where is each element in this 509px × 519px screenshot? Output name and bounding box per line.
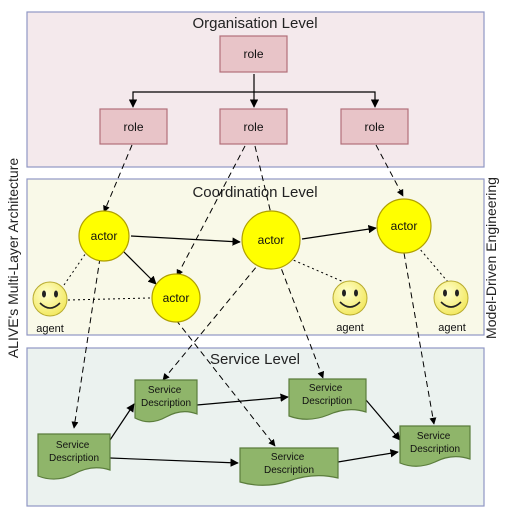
mapping-dashed-arrows <box>71 144 437 447</box>
service-description-4[interactable]: Service Description <box>239 447 339 486</box>
service-label-line2: Description <box>141 398 191 409</box>
service-description-5[interactable]: Service Description <box>399 425 471 467</box>
service-label-line2: Description <box>302 396 352 407</box>
service-label-line1: Service <box>417 431 451 442</box>
agent-label: agent <box>36 323 64 335</box>
service-label: Service Description <box>141 385 191 409</box>
actor-node-4[interactable]: actor <box>376 198 432 254</box>
smiley-icon <box>332 280 368 316</box>
actor-label: actor <box>258 233 285 247</box>
service-label-line1: Service <box>148 385 182 396</box>
role-node-right[interactable]: role <box>340 108 409 145</box>
role-label: role <box>243 120 263 134</box>
smiley-icon <box>433 280 469 316</box>
role-node-left[interactable]: role <box>99 108 168 145</box>
service-label: Service Description <box>410 431 460 455</box>
actor-node-1[interactable]: actor <box>78 210 130 262</box>
service-label: Service Description <box>302 383 352 407</box>
service-label: Service Description <box>49 440 99 464</box>
service-label-line2: Description <box>49 453 99 464</box>
actor-label: actor <box>391 219 418 233</box>
organisation-level-title: Organisation Level <box>192 15 317 32</box>
role-node-center[interactable]: role <box>219 108 288 145</box>
service-label: Service Description <box>264 452 314 476</box>
coordination-level-title: Coordination Level <box>192 184 317 201</box>
role-node-top[interactable]: role <box>219 35 288 73</box>
agent-dotted-links <box>63 247 449 301</box>
service-label-line2: Description <box>264 465 314 476</box>
service-label-line1: Service <box>56 440 90 451</box>
actor-label: actor <box>163 291 190 305</box>
agent-label: agent <box>336 322 364 334</box>
right-side-label: Model-Driven Engineering <box>483 177 499 339</box>
actor-label: actor <box>91 229 118 243</box>
role-label: role <box>364 120 384 134</box>
service-description-3[interactable]: Service Description <box>288 378 367 420</box>
service-level-title: Service Level <box>210 351 300 368</box>
actor-node-3[interactable]: actor <box>241 210 301 270</box>
agent-right[interactable]: agent <box>433 280 469 334</box>
service-label-line2: Description <box>410 444 460 455</box>
role-label: role <box>123 120 143 134</box>
smiley-icon <box>32 281 68 317</box>
actor-interaction-arrows <box>121 224 377 285</box>
agent-left[interactable]: agent <box>32 281 68 335</box>
role-label: role <box>243 47 263 61</box>
service-description-2[interactable]: Service Description <box>134 379 198 423</box>
agent-middle[interactable]: agent <box>332 280 368 334</box>
service-flow-arrows <box>109 393 401 467</box>
role-hierarchy-connectors <box>128 74 380 108</box>
agent-label: agent <box>438 322 466 334</box>
service-description-1[interactable]: Service Description <box>37 433 111 480</box>
service-label-line1: Service <box>309 383 343 394</box>
service-label-line1: Service <box>271 452 305 463</box>
actor-node-2[interactable]: actor <box>151 273 201 323</box>
left-side-label: ALIVE's Multi-Layer Architecture <box>5 158 21 359</box>
